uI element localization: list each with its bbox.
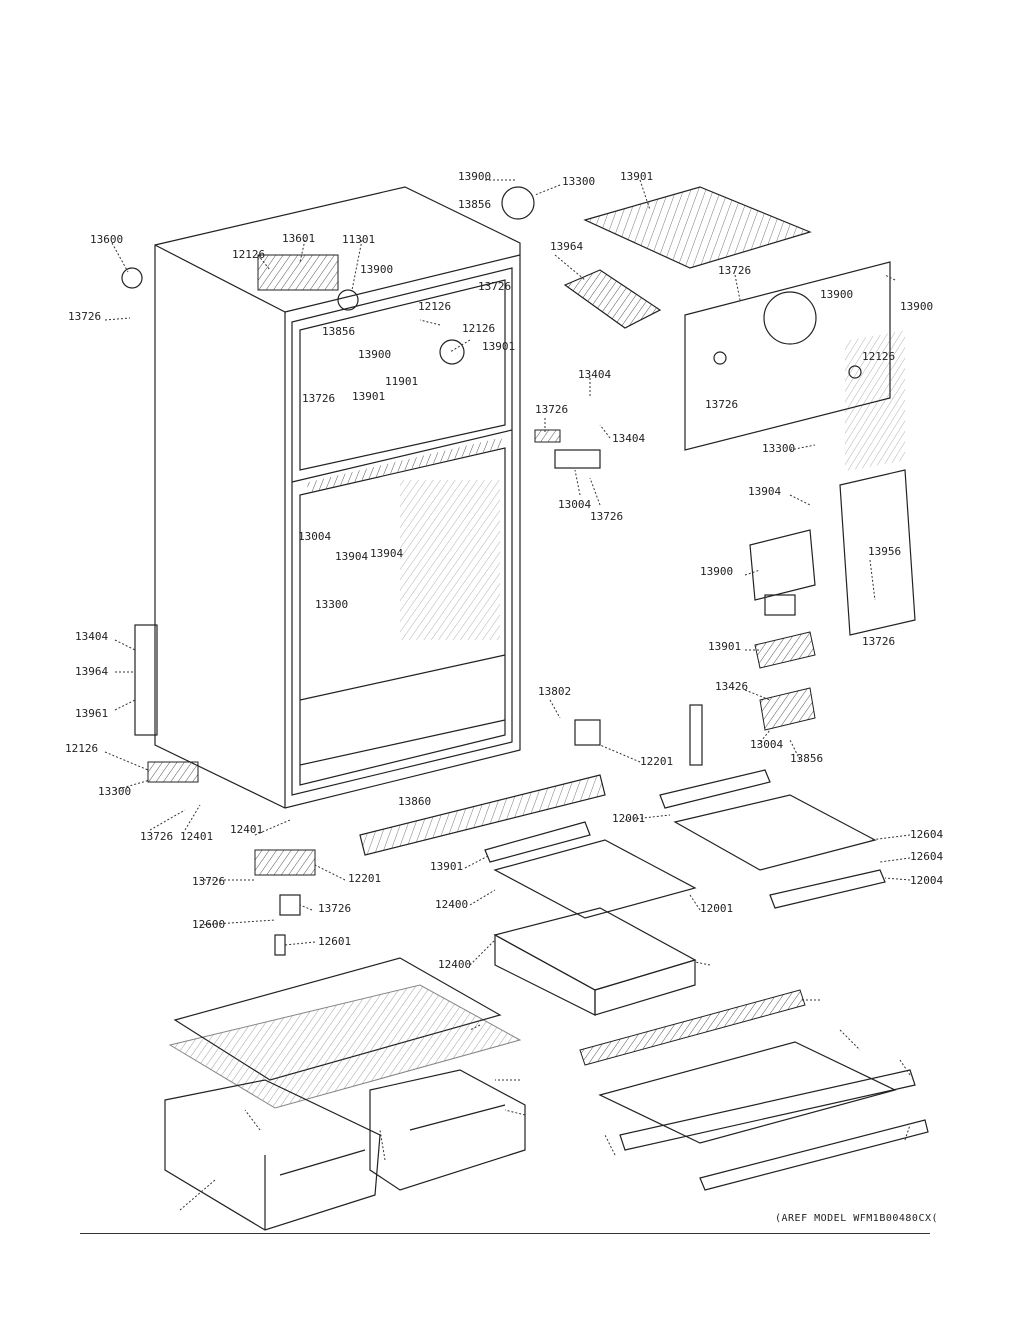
part-label: 13900: [458, 170, 491, 183]
refrigerator-cabinet: [154, 186, 521, 809]
part-labels: 13600 13726 12126 13601 11301 13900 1372…: [65, 170, 943, 971]
part-label: 13726: [68, 310, 101, 323]
part-label: 13300: [315, 598, 348, 611]
part-label: 12604: [910, 850, 943, 863]
part-label: 13004: [558, 498, 591, 511]
part-label: 12126: [232, 248, 265, 261]
part-label: 13726: [535, 403, 568, 416]
part-label: 13900: [700, 565, 733, 578]
part-label: 13726: [718, 264, 751, 277]
part-label: 12401: [180, 830, 213, 843]
part-label: 12601: [318, 935, 351, 948]
small-parts: [121, 186, 703, 956]
part-label: 13004: [298, 530, 331, 543]
part-label: 13726: [862, 635, 895, 648]
part-label: 12126: [862, 350, 895, 363]
bracket-assembly: [754, 631, 816, 731]
part-label: 12126: [65, 742, 98, 755]
part-label: 13904: [370, 547, 403, 560]
part-label: 13964: [550, 240, 583, 253]
part-label: 12401: [230, 823, 263, 836]
deli-drawer: [493, 907, 697, 1016]
part-label: 12201: [348, 872, 381, 885]
part-label: 13726: [318, 902, 351, 915]
part-label: 12004: [910, 874, 943, 887]
part-label: 13726: [705, 398, 738, 411]
part-label: 13900: [820, 288, 853, 301]
part-label: 13900: [900, 300, 933, 313]
crisper-cover: [168, 957, 522, 1109]
part-label: 13726: [302, 392, 335, 405]
crisper-drawer-left: [164, 1079, 381, 1231]
control-housing: [749, 529, 816, 616]
part-label: 13726: [140, 830, 173, 843]
front-grille: [359, 774, 606, 856]
leader-lines: [104, 179, 911, 1211]
part-label: 13901: [430, 860, 463, 873]
glass-shelves: [484, 769, 886, 919]
part-label: 13901: [708, 640, 741, 653]
part-label: 12400: [435, 898, 468, 911]
part-label: 13404: [578, 368, 611, 381]
part-label: 13900: [360, 263, 393, 276]
part-label: 13300: [562, 175, 595, 188]
part-label: 13860: [398, 795, 431, 808]
part-label: 13802: [538, 685, 571, 698]
part-label: 12201: [640, 755, 673, 768]
part-label: 13956: [868, 545, 901, 558]
part-label: 13856: [458, 198, 491, 211]
part-label: 13856: [790, 752, 823, 765]
part-label: 13904: [335, 550, 368, 563]
part-label: 13600: [90, 233, 123, 246]
freezer-wire-shelf: [583, 186, 812, 269]
part-label: 13404: [75, 630, 108, 643]
part-label: 13904: [748, 485, 781, 498]
part-label: 13726: [590, 510, 623, 523]
model-caption: (AREF MODEL WFM1B00480CX(: [775, 1213, 939, 1224]
part-label: 13726: [192, 875, 225, 888]
part-label: 11301: [342, 233, 375, 246]
part-label: 12001: [612, 812, 645, 825]
part-label: 12400: [438, 958, 471, 971]
part-label: 13856: [322, 325, 355, 338]
ice-tray: [563, 269, 662, 329]
part-label: 13004: [750, 738, 783, 751]
crisper-drawer-right: [369, 1069, 526, 1191]
door-panel: [839, 330, 916, 636]
part-label: 12600: [192, 918, 225, 931]
part-label: 13901: [352, 390, 385, 403]
part-label: 13964: [75, 665, 108, 678]
part-label: 13404: [612, 432, 645, 445]
part-label: 13900: [358, 348, 391, 361]
part-label: 12001: [700, 902, 733, 915]
part-label: 11901: [385, 375, 418, 388]
part-label: 12126: [462, 322, 495, 335]
part-label: 13300: [98, 785, 131, 798]
lower-shelves: [579, 989, 929, 1191]
part-label: 13300: [762, 442, 795, 455]
part-label: 13726: [478, 280, 511, 293]
part-label: 13601: [282, 232, 315, 245]
part-label: 13426: [715, 680, 748, 693]
part-label: 13901: [620, 170, 653, 183]
part-label: 13901: [482, 340, 515, 353]
footer-rule: [80, 1233, 930, 1234]
part-label: 12604: [910, 828, 943, 841]
part-label: 13961: [75, 707, 108, 720]
part-label: 12126: [418, 300, 451, 313]
